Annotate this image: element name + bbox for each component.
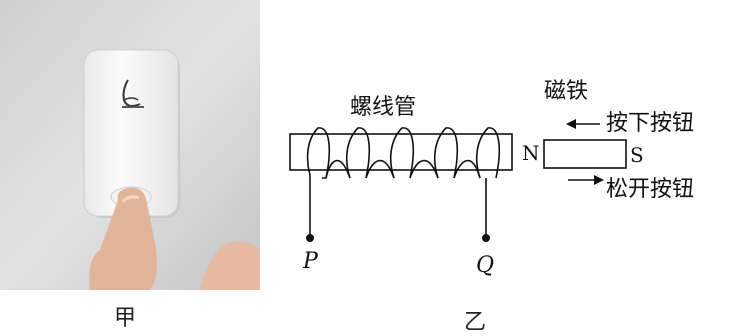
caption-left: 甲 [114,306,137,331]
terminal-p-dot [306,234,314,242]
doorbell-logo-icon [122,79,144,108]
terminal-p-label: P [302,249,319,274]
terminal-q-label: Q [476,253,494,278]
caption-right: 乙 [464,310,487,335]
solenoid-diagram: 螺线管 P Q 磁铁 N S 按下按钮 [270,0,731,331]
solenoid-core [289,133,513,171]
press-arrow-icon [566,119,600,129]
solenoid-coil [306,127,501,179]
pole-s-label: S [630,143,644,167]
pole-n-label: N [522,141,540,165]
pressing-finger [89,187,260,290]
terminal-q-dot [482,234,490,242]
release-arrow-icon [568,175,604,185]
doorbell-photo [0,0,260,290]
press-label: 按下按钮 [606,111,694,136]
magnet-bar [543,139,627,169]
solenoid-label: 螺线管 [350,95,416,120]
magnet-label: 磁铁 [544,79,588,104]
release-label: 松开按钮 [606,177,694,202]
